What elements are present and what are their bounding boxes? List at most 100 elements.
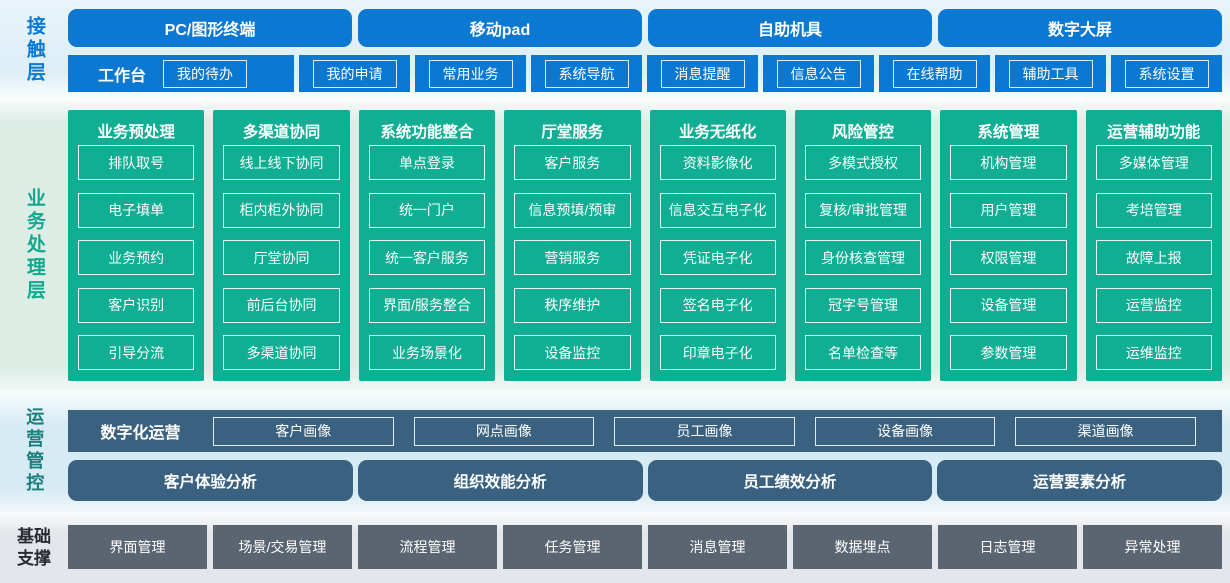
biz-item: 信息预填/预审 (514, 192, 631, 228)
biz-item: 引导分流 (78, 335, 195, 370)
workbench-item-information-notice: 信息公告 (776, 59, 861, 88)
business-layer-label: 业务处理层 (23, 187, 45, 303)
business-layer-band: 业务处理层 业务预处理 排队取号 电子填单 业务预约 客户识别 引导分流 多渠道… (0, 100, 1230, 390)
column-items: 机构管理 用户管理 权限管理 设备管理 参数管理 (950, 145, 1067, 370)
base-item-process-management: 流程管理 (358, 525, 497, 569)
biz-item: 身份核查管理 (804, 240, 922, 275)
column-title: 风险管控 (832, 123, 895, 141)
biz-item: 多渠道协同 (223, 335, 340, 370)
workbench-item-my-applications: 我的申请 (312, 59, 397, 88)
column-items: 多媒体管理 考培管理 故障上报 运营监控 运维监控 (1095, 145, 1212, 370)
biz-item: 柜内柜外协同 (223, 192, 340, 228)
workbench-tile: 消息提醒 (647, 55, 758, 92)
biz-item: 设备监控 (514, 335, 631, 370)
column-items: 客户服务 信息预填/预审 营销服务 秩序维护 设备监控 (514, 145, 631, 370)
biz-item: 冠字号管理 (804, 287, 922, 323)
column-title: 系统管理 (977, 123, 1040, 141)
column-items: 资料影像化 信息交互电子化 凭证电子化 签名电子化 印章电子化 (659, 145, 776, 370)
base-layer-label-col: 基础支撑 (0, 512, 68, 583)
column-lobby-services: 厅堂服务 客户服务 信息预填/预审 营销服务 秩序维护 设备监控 (504, 110, 641, 381)
channel-mobile-pad: 移动pad (358, 9, 642, 47)
contact-layer-label: 接触层 (23, 15, 45, 85)
biz-item: 权限管理 (950, 240, 1067, 275)
workbench-item-system-settings: 系统设置 (1124, 59, 1209, 88)
biz-item: 凭证电子化 (659, 240, 776, 275)
workbench-tile: 常用业务 (415, 55, 526, 92)
base-layer-band: 基础支撑 界面管理 场景/交易管理 流程管理 任务管理 消息管理 数据埋点 日志… (0, 512, 1230, 583)
biz-item: 运维监控 (1095, 335, 1212, 370)
portrait-employee: 员工画像 (614, 416, 795, 446)
biz-item: 用户管理 (950, 192, 1067, 228)
channel-row: PC/图形终端 移动pad 自助机具 数字大屏 (68, 9, 1222, 47)
ops-layer-content: 数字化运营 客户画像 网点画像 员工画像 设备画像 渠道画像 客户体验分析 组织… (68, 390, 1230, 512)
base-item-task-management: 任务管理 (503, 525, 642, 569)
biz-item: 签名电子化 (659, 287, 776, 323)
biz-item: 参数管理 (950, 335, 1067, 370)
column-title: 系统功能整合 (380, 123, 474, 141)
channel-pc: PC/图形终端 (68, 9, 352, 47)
base-layer-label: 基础支撑 (17, 527, 51, 568)
column-risk-control: 风险管控 多模式授权 复核/审批管理 身份核查管理 冠字号管理 名单检查等 (794, 110, 932, 381)
biz-item: 排队取号 (78, 145, 195, 180)
contact-layer-band: 接触层 PC/图形终端 移动pad 自助机具 数字大屏 工作台 我的待办 我的申… (0, 0, 1230, 100)
biz-item: 复核/审批管理 (804, 192, 922, 228)
base-item-interface-management: 界面管理 (68, 525, 207, 569)
column-title: 业务无纸化 (678, 123, 757, 141)
biz-item: 多模式授权 (804, 145, 922, 180)
contact-layer-content: PC/图形终端 移动pad 自助机具 数字大屏 工作台 我的待办 我的申请 常用… (68, 0, 1230, 100)
biz-item: 统一门户 (368, 192, 486, 228)
analysis-employee-performance: 员工绩效分析 (647, 460, 933, 501)
channel-digital-screen: 数字大屏 (938, 9, 1222, 47)
contact-layer-label-col: 接触层 (0, 0, 68, 100)
biz-item: 界面/服务整合 (368, 287, 486, 323)
base-item-scene-transaction-management: 场景/交易管理 (213, 525, 352, 569)
base-item-exception-handling: 异常处理 (1083, 525, 1222, 569)
portrait-channel: 渠道画像 (1015, 416, 1196, 446)
biz-item: 考培管理 (1095, 192, 1212, 228)
business-layer-label-col: 业务处理层 (0, 100, 68, 390)
biz-item: 前后台协同 (223, 287, 340, 323)
biz-item: 机构管理 (950, 145, 1067, 180)
column-business-preprocessing: 业务预处理 排队取号 电子填单 业务预约 客户识别 引导分流 (68, 110, 205, 381)
base-item-data-tracking: 数据埋点 (793, 525, 932, 569)
biz-item: 设备管理 (950, 287, 1067, 323)
biz-item: 业务预约 (78, 240, 195, 275)
column-multichannel-collaboration: 多渠道协同 线上线下协同 柜内柜外协同 厅堂协同 前后台协同 多渠道协同 (213, 110, 350, 381)
portrait-branch: 网点画像 (413, 416, 595, 446)
column-operation-auxiliary-functions: 运营辅助功能 多媒体管理 考培管理 故障上报 运营监控 运维监控 (1085, 110, 1222, 381)
biz-item: 名单检查等 (804, 335, 922, 370)
column-title: 多渠道协同 (242, 123, 321, 141)
workbench-label: 工作台 (98, 67, 147, 85)
biz-item: 业务场景化 (368, 335, 486, 370)
column-system-management: 系统管理 机构管理 用户管理 权限管理 设备管理 参数管理 (940, 110, 1077, 381)
biz-item: 线上线下协同 (223, 145, 340, 180)
biz-item: 电子填单 (78, 192, 195, 228)
column-items: 多模式授权 复核/审批管理 身份核查管理 冠字号管理 名单检查等 (804, 145, 922, 370)
biz-item: 信息交互电子化 (659, 192, 776, 228)
workbench-tile: 系统导航 (531, 55, 642, 92)
business-layer-content: 业务预处理 排队取号 电子填单 业务预约 客户识别 引导分流 多渠道协同 线上线… (68, 100, 1230, 390)
workbench-item-online-help: 在线帮助 (892, 59, 977, 88)
biz-item: 资料影像化 (659, 145, 776, 180)
ops-layer-label-col: 运营管控 (0, 390, 68, 512)
digital-ops-bar: 数字化运营 客户画像 网点画像 员工画像 设备画像 渠道画像 (68, 410, 1222, 452)
column-title: 厅堂服务 (541, 123, 604, 141)
business-columns: 业务预处理 排队取号 电子填单 业务预约 客户识别 引导分流 多渠道协同 线上线… (68, 110, 1222, 381)
workbench-tile: 辅助工具 (995, 55, 1106, 92)
workbench-row: 工作台 我的待办 我的申请 常用业务 系统导航 消息提醒 信息公告 在线帮助 辅… (68, 55, 1222, 92)
biz-item: 秩序维护 (514, 287, 631, 323)
digital-ops-items: 客户画像 网点画像 员工画像 设备画像 渠道画像 (213, 416, 1222, 446)
column-items: 单点登录 统一门户 统一客户服务 界面/服务整合 业务场景化 (368, 145, 486, 370)
biz-item: 运营监控 (1095, 287, 1212, 323)
biz-item: 统一客户服务 (368, 240, 486, 275)
portrait-customer: 客户画像 (213, 416, 394, 446)
analysis-operation-elements: 运营要素分析 (937, 460, 1222, 501)
biz-item: 营销服务 (514, 240, 631, 275)
biz-item: 单点登录 (368, 145, 486, 180)
portrait-device: 设备画像 (814, 416, 996, 446)
workbench-item-message-reminder: 消息提醒 (660, 59, 745, 88)
biz-item: 客户服务 (514, 145, 631, 180)
workbench-tile: 在线帮助 (879, 55, 990, 92)
workbench-tile: 工作台 我的待办 (68, 55, 294, 92)
